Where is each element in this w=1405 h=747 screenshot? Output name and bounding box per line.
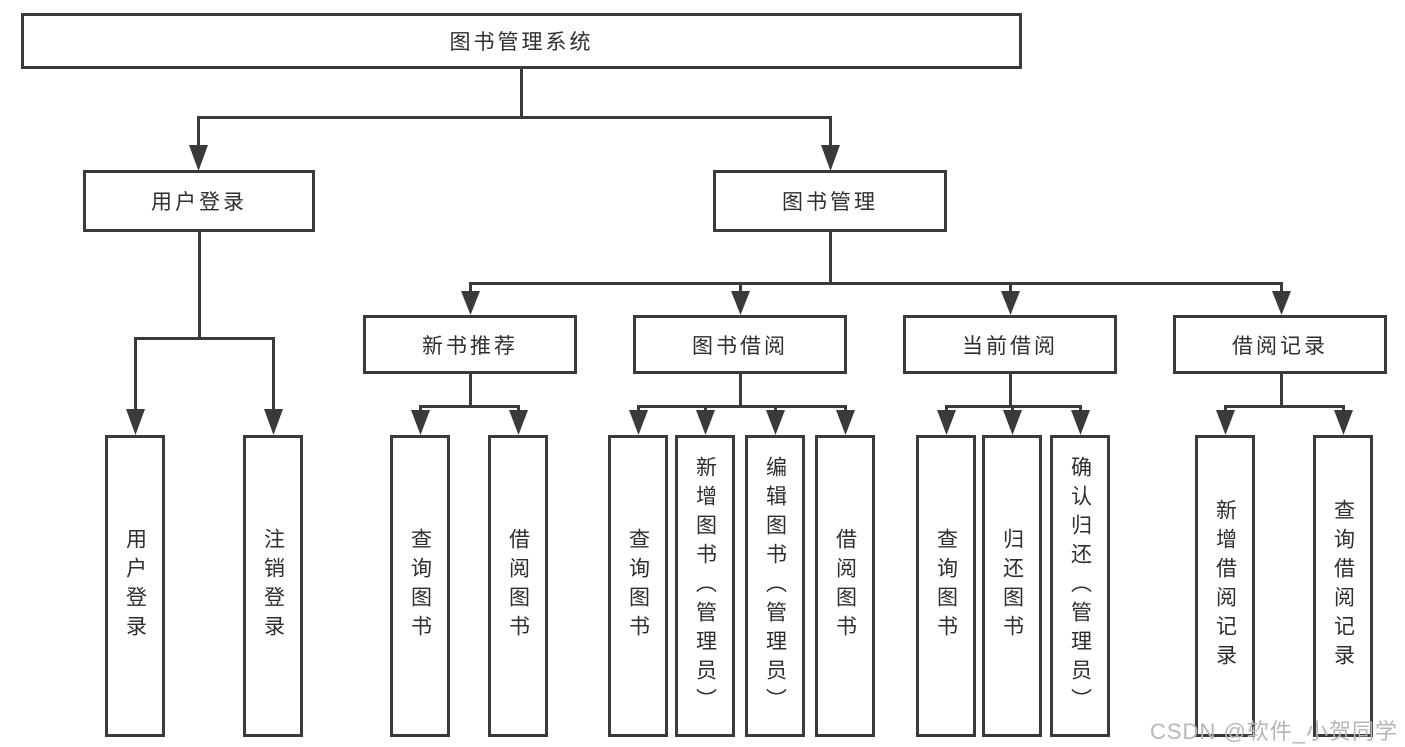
leaf-add-borrow-record: 新增借阅记录 (1195, 435, 1255, 737)
leaf-label: 用户登录 (123, 528, 147, 644)
node-label: 图书借阅 (692, 334, 788, 358)
node-root-label: 图书管理系统 (449, 31, 594, 54)
leaf-borrow-books-2: 借阅图书 (815, 435, 875, 737)
leaf-confirm-return-admin: 确认归还（管理员） (1050, 435, 1110, 737)
node-label: 新书推荐 (422, 334, 518, 358)
leaf-label: 查询借阅记录 (1331, 499, 1355, 673)
node-book-borrowing: 图书借阅 (633, 315, 847, 374)
leaf-label: 新增图书（管理员） (693, 455, 717, 717)
leaf-label: 借阅图书 (833, 528, 857, 644)
leaf-label: 查询图书 (408, 528, 432, 644)
node-label: 用户登录 (151, 191, 247, 214)
leaf-query-books-2: 查询图书 (608, 435, 668, 737)
node-new-book-recommend: 新书推荐 (363, 315, 577, 374)
leaf-borrow-books-1: 借阅图书 (488, 435, 548, 737)
node-current-borrowing: 当前借阅 (903, 315, 1117, 374)
node-label: 借阅记录 (1232, 334, 1328, 358)
leaf-label: 新增借阅记录 (1213, 499, 1237, 673)
node-root: 图书管理系统 (21, 13, 1022, 69)
leaf-logout: 注销登录 (243, 435, 303, 737)
leaf-edit-books-admin: 编辑图书（管理员） (745, 435, 805, 737)
node-label: 当前借阅 (962, 334, 1058, 358)
leaf-query-books-1: 查询图书 (390, 435, 450, 737)
node-user-login-branch: 用户登录 (83, 170, 315, 232)
leaf-user-login: 用户登录 (105, 435, 165, 737)
node-borrowing-records: 借阅记录 (1173, 315, 1387, 374)
leaf-query-borrow-record: 查询借阅记录 (1313, 435, 1373, 737)
leaf-query-books-3: 查询图书 (916, 435, 976, 737)
leaf-add-books-admin: 新增图书（管理员） (675, 435, 735, 737)
leaf-label: 归还图书 (1000, 528, 1024, 644)
leaf-label: 编辑图书（管理员） (763, 455, 787, 717)
leaf-label: 查询图书 (626, 528, 650, 644)
leaf-return-books: 归还图书 (982, 435, 1042, 737)
leaf-label: 注销登录 (261, 528, 285, 644)
leaf-label: 确认归还（管理员） (1068, 455, 1092, 717)
leaf-label: 借阅图书 (506, 528, 530, 644)
node-label: 图书管理 (782, 191, 878, 214)
leaf-label: 查询图书 (934, 528, 958, 644)
node-book-management-branch: 图书管理 (713, 170, 947, 232)
watermark-text: CSDN @软件_小贺同学 (1150, 719, 1399, 744)
